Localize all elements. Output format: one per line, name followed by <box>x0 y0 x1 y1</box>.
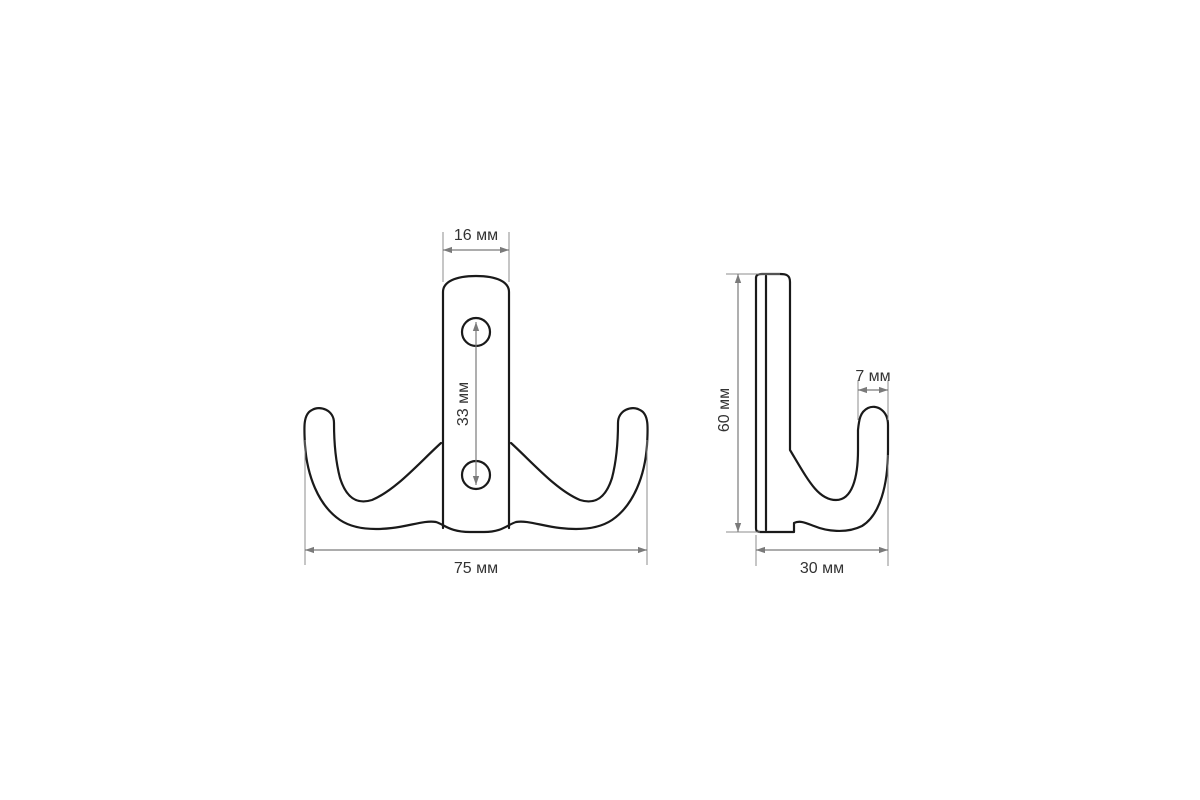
height-dimension: 60 мм <box>716 273 780 533</box>
depth-label: 30 мм <box>800 560 844 577</box>
front-view: 16 мм 33 мм 75 мм <box>303 227 649 577</box>
overall-width-label: 75 мм <box>454 560 498 577</box>
front-view-mounting-plate <box>441 274 511 530</box>
depth-dimension: 30 мм <box>755 455 889 577</box>
side-view: 60 мм 7 мм 30 мм <box>716 272 891 577</box>
plate-width-label: 16 мм <box>454 227 498 244</box>
plate-width-dimension: 16 мм <box>442 227 510 282</box>
overall-width-dimension: 75 мм <box>304 440 648 577</box>
side-view-profile <box>754 272 890 534</box>
hole-spacing-label: 33 мм <box>455 382 472 426</box>
hook-opening-label: 7 мм <box>855 368 890 385</box>
hook-opening-dimension: 7 мм <box>855 368 891 420</box>
height-label: 60 мм <box>716 388 733 432</box>
front-view-hook-body <box>303 407 649 534</box>
hole-spacing-dimension: 33 мм <box>455 322 480 485</box>
